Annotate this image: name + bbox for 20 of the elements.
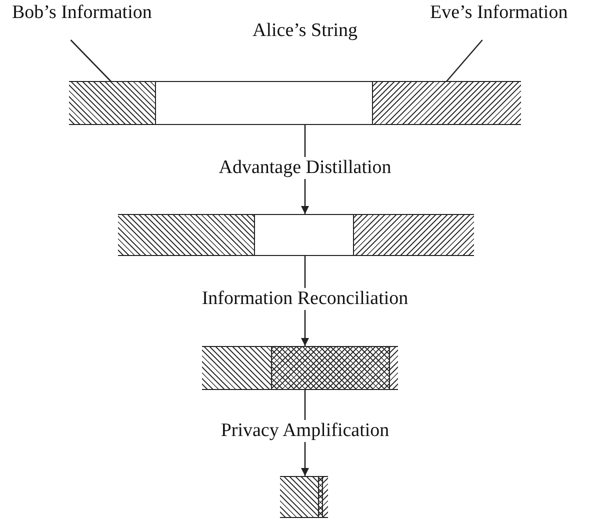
hatched-segment [202,347,270,389]
leader-line [70,40,112,82]
hatched-segment [68,82,154,124]
string-bar [280,476,328,518]
label-text: Eve’s Information [430,2,568,24]
hatched-segment [118,215,254,255]
hatched-segment [318,477,322,517]
edge-label: Advantage Distillation [216,156,394,178]
hatched-segment [352,215,474,255]
string-bar [202,346,398,390]
hatched-segment [372,82,520,124]
hatched-segment [280,477,318,517]
leader-line [446,40,483,82]
edge-label: Information Reconciliation [200,288,410,310]
hatched-segment [270,347,388,389]
label-text: Bob’s Information [12,2,152,24]
string-bar [69,81,521,125]
string-bar [118,214,474,256]
caption-text: Alice’s String [250,20,360,42]
edge-label: Privacy Amplification [218,420,392,442]
